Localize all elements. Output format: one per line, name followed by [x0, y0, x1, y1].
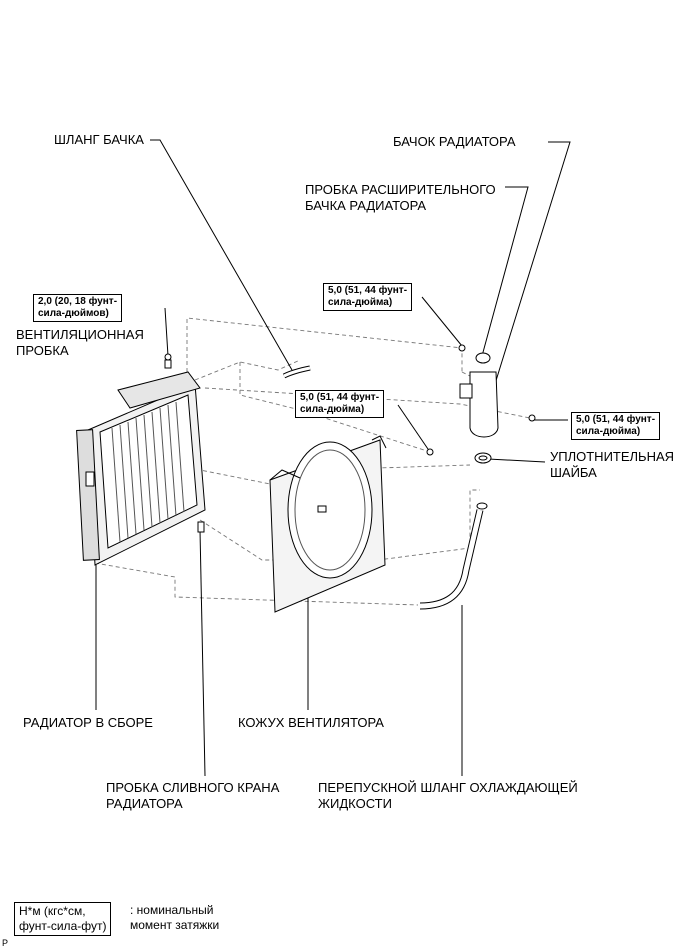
radiator-assembly-drawing	[76, 353, 206, 566]
torque-box-reservoir-bolt: 5,0 (51, 44 фунт- сила-дюйма)	[323, 283, 413, 311]
bypass-hose-drawing	[419, 502, 488, 610]
torque-right-bolt-line2: сила-дюйма)	[576, 426, 641, 437]
corner-mark: P	[2, 938, 9, 948]
label-vent-plug-line2: ПРОБКА	[16, 343, 69, 358]
label-reservoir-hose: ШЛАНГ БАЧКА	[54, 132, 144, 147]
torque-reservoir-bolt-line1: 5,0 (51, 44 фунт-	[328, 285, 408, 296]
radiator-reservoir-drawing	[426, 344, 536, 464]
label-reservoir-cap-line1: ПРОБКА РАСШИРИТЕЛЬНОГО	[305, 182, 496, 197]
label-radiator-assembly: РАДИАТОР В СБОРЕ	[23, 715, 153, 730]
torque-vent-plug-line1: 2,0 (20, 18 фунт-	[38, 296, 118, 307]
reservoir-hose-drawing	[282, 365, 311, 379]
torque-shroud-bolt-line2: сила-дюйма)	[300, 404, 365, 415]
label-vent-plug-line1: ВЕНТИЛЯЦИОННАЯ	[16, 327, 144, 342]
legend-text-line1: : номинальный	[130, 903, 214, 917]
torque-right-bolt-line1: 5,0 (51, 44 фунт-	[576, 414, 656, 425]
label-gasket-line1: УПЛОТНИТЕЛЬНАЯ	[550, 449, 675, 464]
torque-box-right-bolt: 5,0 (51, 44 фунт- сила-дюйма)	[571, 412, 661, 440]
torque-reservoir-bolt-line2: сила-дюйма)	[328, 297, 393, 308]
legend-box-line1: Н*м (кгс*см,	[19, 904, 86, 918]
leader-lines	[95, 139, 571, 777]
label-fan-shroud: КОЖУХ ВЕНТИЛЯТОРА	[238, 715, 384, 730]
label-bypass-hose-line1: ПЕРЕПУСКНОЙ ШЛАНГ ОХЛАЖДАЮЩЕЙ	[318, 780, 578, 795]
label-drain-plug-line1: ПРОБКА СЛИВНОГО КРАНА	[106, 780, 280, 795]
legend-box-line2: фунт-сила-фут)	[19, 919, 107, 933]
legend-text-line2: момент затяжки	[130, 918, 220, 932]
legend-box: Н*м (кгс*см, фунт-сила-фут)	[14, 902, 112, 936]
torque-shroud-bolt-line1: 5,0 (51, 44 фунт-	[300, 392, 380, 403]
label-gasket-line2: ШАЙБА	[550, 465, 597, 480]
torque-vent-plug-line2: сила-дюймов)	[38, 308, 109, 319]
label-reservoir-cap-line2: БАЧКА РАДИАТОРА	[305, 198, 427, 213]
label-radiator-reservoir: БАЧОК РАДИАТОРА	[393, 134, 516, 149]
label-drain-plug-line2: РАДИАТОРА	[106, 796, 183, 811]
legend-description: : номинальный момент затяжки	[130, 903, 219, 933]
torque-box-shroud-bolt: 5,0 (51, 44 фунт- сила-дюйма)	[295, 390, 385, 418]
label-bypass-hose-line2: ЖИДКОСТИ	[318, 796, 392, 811]
fan-shroud-drawing	[269, 435, 387, 613]
torque-box-vent-plug: 2,0 (20, 18 фунт- сила-дюймов)	[33, 294, 123, 322]
